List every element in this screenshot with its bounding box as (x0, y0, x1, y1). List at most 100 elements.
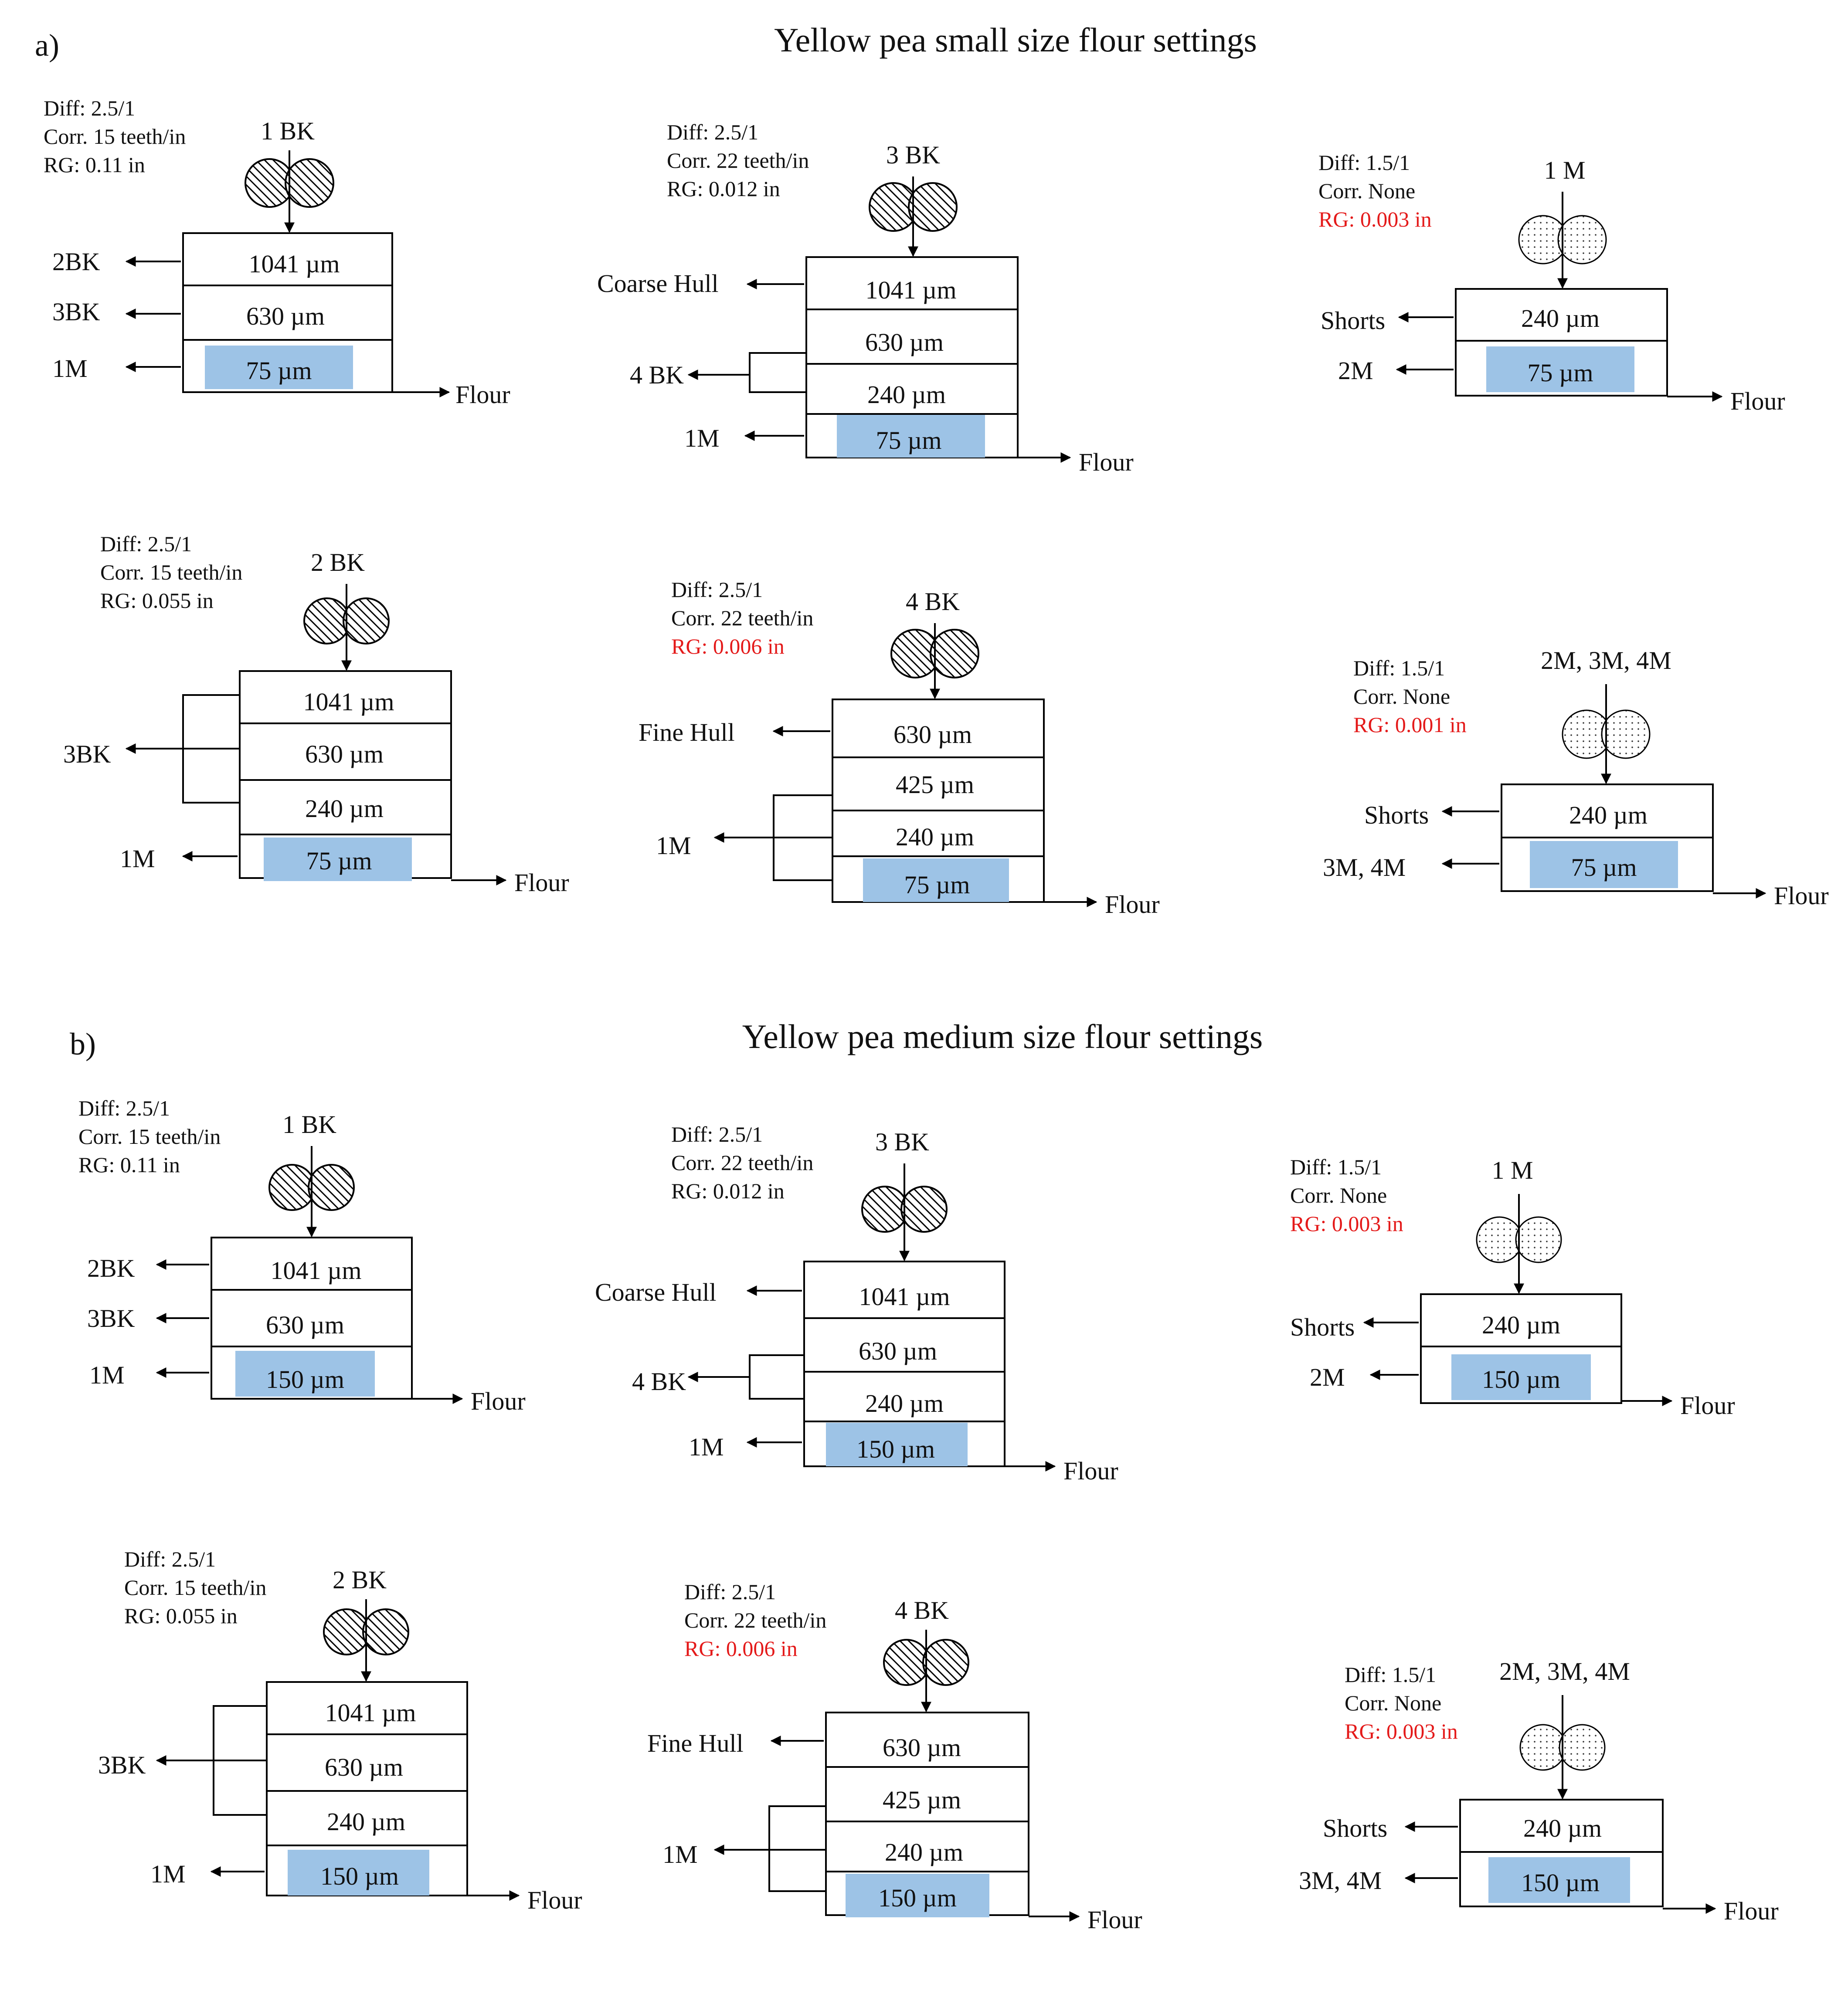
mill-label: 2 BK (311, 548, 365, 576)
sieve-label: 240 µm (1569, 801, 1648, 829)
sieve-label: 150 µm (320, 1862, 399, 1890)
sieve-label: 630 µm (305, 740, 384, 768)
sieve-label: 240 µm (867, 380, 946, 409)
mill-unit-1bk: Diff: 2.5/1 Corr. 15 teeth/in RG: 0.11 i… (44, 96, 510, 409)
mill-label: 2 BK (333, 1566, 387, 1594)
corrugation-setting: Corr. 22 teeth/in (667, 148, 809, 173)
flour-output-label: Flour (1680, 1391, 1735, 1420)
diff-setting: Diff: 2.5/1 (667, 120, 758, 144)
output-label: 1M (684, 424, 720, 452)
mill-unit-3bk: Diff: 2.5/1 Corr. 22 teeth/in RG: 0.012 … (595, 1122, 1118, 1485)
diff-setting: Diff: 1.5/1 (1290, 1155, 1382, 1179)
section-a: a) Yellow pea small size flour settings … (35, 21, 1829, 919)
section-title: Yellow pea small size flour settings (774, 21, 1257, 59)
corrugation-setting: Corr. None (1318, 179, 1415, 203)
sieve-label: 630 µm (893, 720, 972, 749)
mill-label: 4 BK (895, 1596, 949, 1624)
corrugation-setting: Corr. 22 teeth/in (671, 1150, 813, 1175)
flour-sieve-highlight (205, 346, 353, 389)
sieve-label: 630 µm (325, 1753, 403, 1781)
corrugation-setting: Corr. None (1290, 1183, 1387, 1207)
output-label: 1M (120, 844, 155, 873)
roll-gap-setting: RG: 0.012 in (667, 176, 780, 201)
sieve-label: 425 µm (883, 1786, 961, 1814)
mill-unit-1bk: Diff: 2.5/1 Corr. 15 teeth/in RG: 0.11 i… (78, 1096, 526, 1415)
sieve-label: 75 µm (1527, 359, 1593, 387)
mill-label: 3 BK (875, 1128, 929, 1156)
sieve-label: 240 µm (1482, 1311, 1560, 1339)
section-letter: a) (35, 28, 59, 63)
output-label: Shorts (1321, 306, 1385, 335)
sieve-label: 150 µm (878, 1884, 957, 1912)
output-label: 3BK (63, 740, 111, 768)
sieve-label: 240 µm (1521, 304, 1600, 332)
mill-label: 1 BK (282, 1110, 336, 1139)
output-label: 3BK (98, 1751, 146, 1779)
flour-output-label: Flour (1730, 387, 1785, 415)
sieve-label: 150 µm (856, 1435, 935, 1463)
mill-label: 2M, 3M, 4M (1499, 1657, 1630, 1685)
roll-gap-setting: RG: 0.055 in (124, 1604, 238, 1628)
sieve-label: 240 µm (327, 1807, 405, 1836)
sieve-label: 1041 µm (865, 276, 956, 304)
sieve-label: 150 µm (1521, 1869, 1600, 1897)
output-label: 3BK (87, 1304, 135, 1333)
output-label: 3M, 4M (1299, 1866, 1382, 1895)
roll-gap-setting: RG: 0.001 in (1353, 712, 1467, 737)
output-label: 2M (1310, 1363, 1345, 1391)
output-label: Shorts (1364, 801, 1429, 829)
diff-setting: Diff: 2.5/1 (671, 577, 763, 602)
mill-unit-2m-3m-4m: Diff: 1.5/1 Corr. None RG: 0.001 in 2M, … (1323, 646, 1829, 910)
sieve-label: 75 µm (1571, 853, 1637, 882)
output-label: 2M (1338, 356, 1373, 385)
diff-setting: Diff: 2.5/1 (78, 1096, 170, 1120)
sieve-label: 630 µm (246, 302, 325, 330)
flour-output-label: Flour (1087, 1906, 1142, 1934)
corrugation-setting: Corr. 15 teeth/in (78, 1124, 221, 1149)
diff-setting: Diff: 2.5/1 (671, 1122, 763, 1146)
mill-label: 4 BK (906, 587, 960, 616)
output-label: Fine Hull (647, 1729, 744, 1757)
roll-gap-setting: RG: 0.11 in (44, 153, 145, 177)
output-label: 1M (662, 1840, 698, 1869)
output-label: Coarse Hull (597, 269, 719, 298)
roll-gap-setting: RG: 0.003 in (1290, 1211, 1403, 1236)
output-label: 1M (150, 1860, 186, 1888)
flour-output-label: Flour (1063, 1457, 1118, 1485)
corrugation-setting: Corr. 15 teeth/in (100, 560, 242, 584)
section-title: Yellow pea medium size flour settings (742, 1017, 1263, 1055)
corrugation-setting: Corr. None (1353, 684, 1450, 709)
corrugation-setting: Corr. 22 teeth/in (671, 606, 813, 630)
sieve-label: 75 µm (904, 871, 970, 899)
flour-output-label: Flour (1724, 1897, 1779, 1925)
output-label: 3BK (52, 298, 100, 326)
output-label: 2BK (52, 248, 100, 276)
sieve-label: 240 µm (896, 823, 974, 851)
sieve-label: 630 µm (865, 328, 944, 356)
sieve-label: 150 µm (266, 1365, 344, 1394)
mill-label: 3 BK (886, 141, 940, 169)
section-letter: b) (70, 1027, 96, 1061)
corrugation-setting: Corr. 22 teeth/in (684, 1608, 826, 1632)
sieve-label: 630 µm (859, 1337, 937, 1365)
flour-output-label: Flour (527, 1886, 582, 1914)
sieve-label: 150 µm (1482, 1365, 1560, 1394)
diff-setting: Diff: 1.5/1 (1353, 656, 1445, 680)
output-label: 1M (656, 831, 691, 860)
diff-setting: Diff: 2.5/1 (44, 96, 135, 120)
output-label: Shorts (1290, 1313, 1355, 1341)
output-label: Fine Hull (639, 718, 735, 746)
mill-unit-4bk: Diff: 2.5/1 Corr. 22 teeth/in RG: 0.006 … (639, 577, 1160, 919)
roll-gap-setting: RG: 0.006 in (671, 634, 785, 658)
roll-gap-setting: RG: 0.003 in (1345, 1719, 1458, 1743)
roll-right (285, 158, 334, 208)
diff-setting: Diff: 2.5/1 (124, 1547, 216, 1571)
mill-unit-1m: Diff: 1.5/1 Corr. None RG: 0.003 in 1 M … (1318, 150, 1785, 415)
roll-gap-setting: RG: 0.055 in (100, 588, 214, 613)
sieve-label: 630 µm (883, 1733, 961, 1762)
mill-unit-4bk: Diff: 2.5/1 Corr. 22 teeth/in RG: 0.006 … (647, 1580, 1142, 1934)
roll-gap-setting: RG: 0.006 in (684, 1636, 798, 1661)
sieve-label: 240 µm (885, 1838, 963, 1866)
roll-gap-setting: RG: 0.003 in (1318, 207, 1432, 231)
